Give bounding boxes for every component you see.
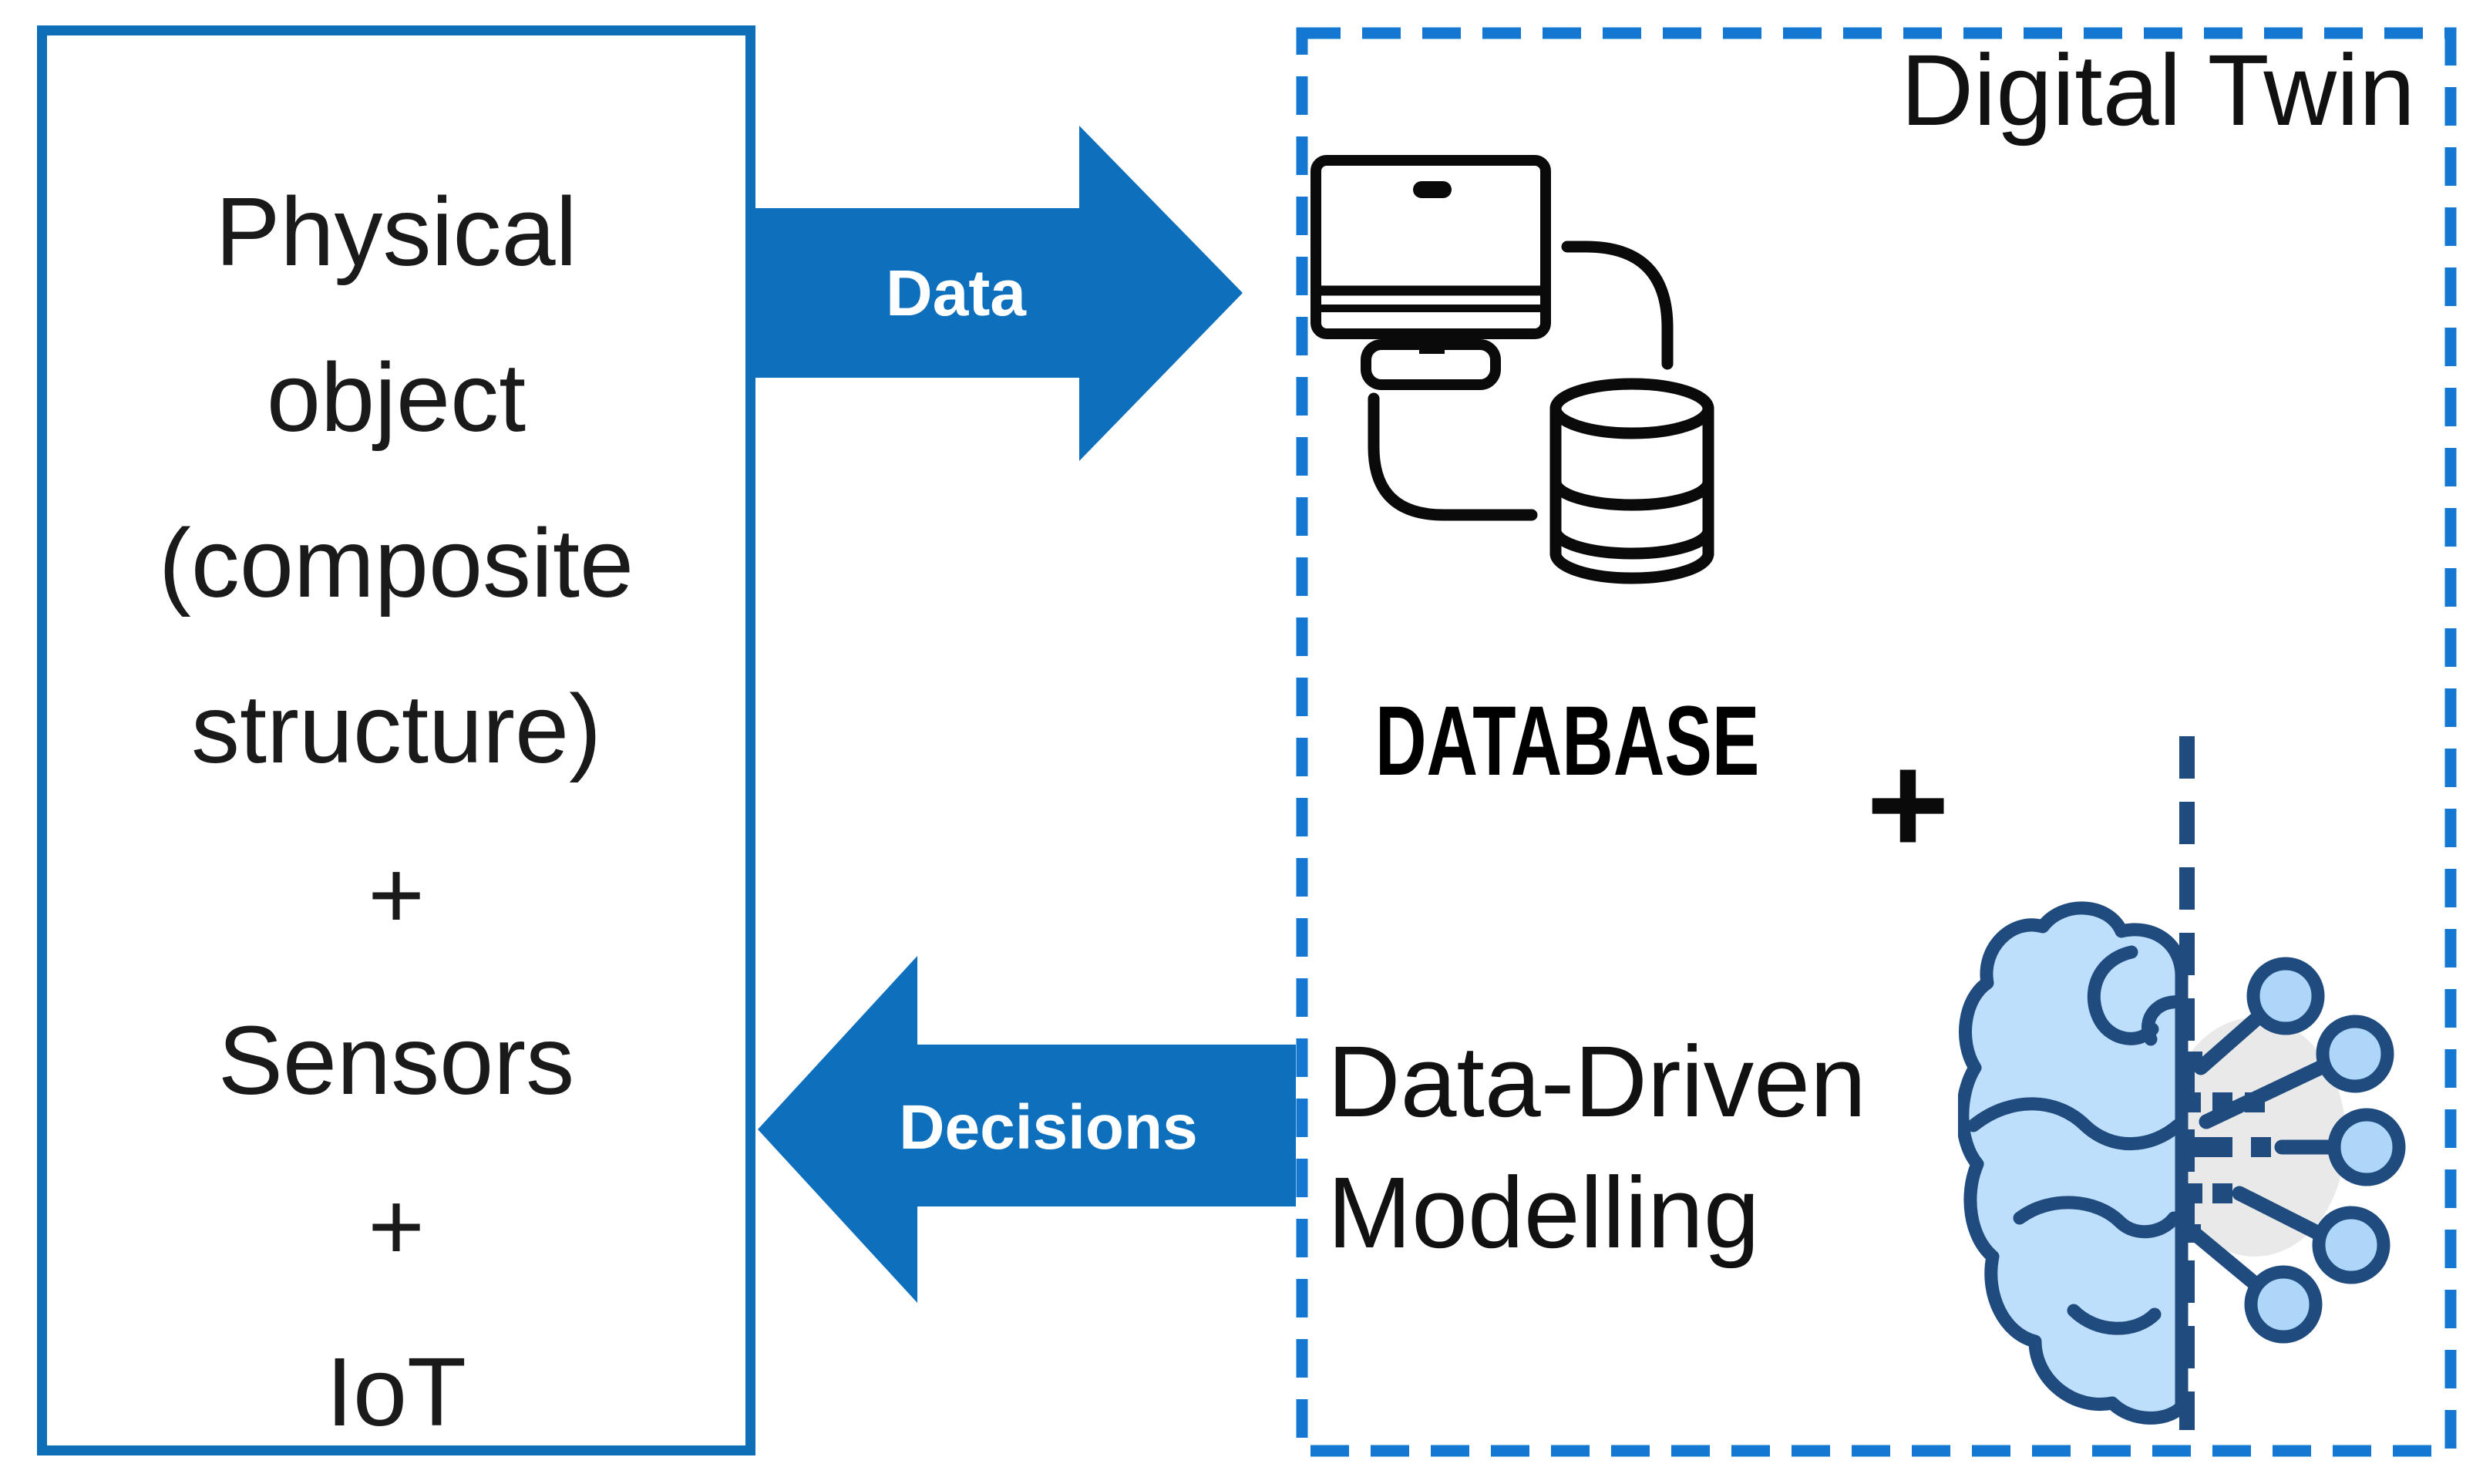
data-arrow-icon [752, 126, 1243, 461]
database-label: DATABASE [1375, 686, 1760, 796]
physical-line: (composite [158, 509, 634, 617]
physical-line: object [266, 343, 527, 452]
data-driven-modelling-label: Data-Driven Modelling [1327, 1016, 1866, 1278]
database-icon [1310, 155, 1714, 584]
digital-twin-title: Digital Twin [1900, 33, 2415, 146]
modelling-line: Modelling [1327, 1156, 1760, 1269]
physical-line: + [368, 840, 425, 949]
physical-line: + [368, 1172, 425, 1280]
data-arrow-label: Data [885, 257, 1027, 329]
modelling-line: Data-Driven [1327, 1025, 1866, 1138]
physical-line: Physical [215, 177, 577, 286]
decisions-arrow-icon [758, 956, 1296, 1303]
physical-line: structure) [190, 675, 602, 783]
plus-sign: + [1866, 725, 1950, 884]
physical-object-text: Physical object (composite structure) + … [47, 35, 745, 1446]
physical-object-box: Physical object (composite structure) + … [37, 25, 755, 1455]
physical-line: IoT [325, 1338, 467, 1446]
brain-circuit-icon [1958, 736, 2406, 1430]
decisions-arrow-label: Decisions [899, 1092, 1198, 1163]
digital-twin-box-border [1296, 27, 2457, 1457]
physical-line: Sensors [217, 1006, 575, 1115]
